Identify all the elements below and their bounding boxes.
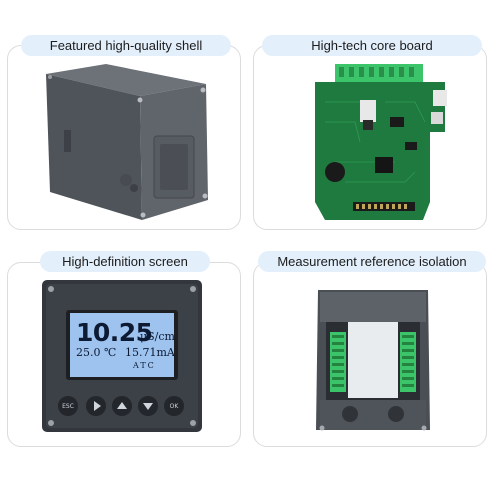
meter-rear-image <box>316 290 430 431</box>
meter-front-image <box>42 280 202 432</box>
lcd-current: 15.71mA <box>125 346 175 359</box>
caption-board: High-tech core board <box>262 35 482 56</box>
lcd-main-value: 10.25 <box>76 318 153 347</box>
caption-screen: High-definition screen <box>40 251 210 272</box>
pcb-image <box>315 64 447 220</box>
shell-image <box>46 64 208 220</box>
lcd-temperature: 25.0 ℃ <box>76 346 117 359</box>
esc-key-label: ESC <box>62 403 74 410</box>
caption-shell: Featured high-quality shell <box>21 35 231 56</box>
lcd-compensation: ATC <box>133 361 156 370</box>
caption-isolation: Measurement reference isolation <box>258 251 486 272</box>
ok-key-label: OK <box>169 403 179 410</box>
lcd-main-unit: μS/cm <box>140 330 175 343</box>
